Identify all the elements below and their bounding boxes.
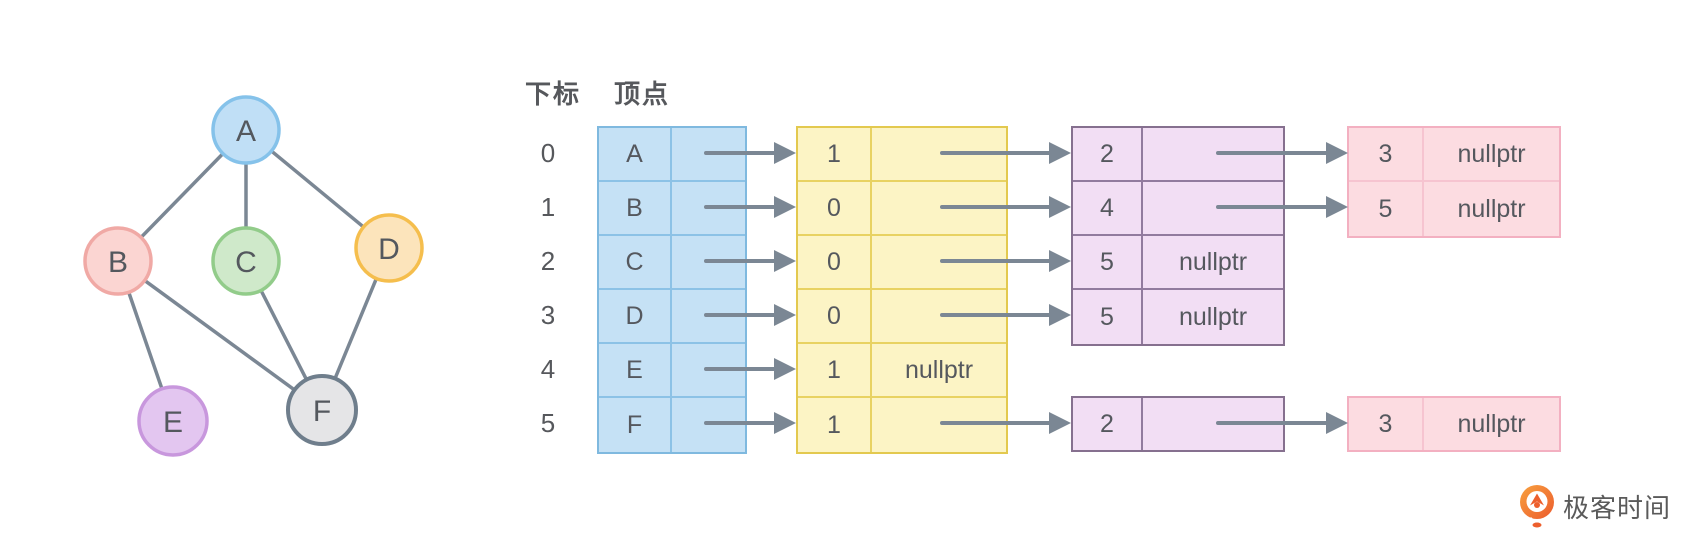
list-node: 2 (1073, 128, 1283, 182)
list-node: 1 (798, 398, 1006, 452)
node-value: 0 (798, 236, 872, 288)
index-1: 1 (540, 192, 556, 222)
pointer-arrow (940, 304, 1071, 326)
pointer-arrow (704, 142, 796, 164)
list-node: 1 nullptr (798, 344, 1006, 398)
vertex-column-header: 顶点 (614, 79, 671, 109)
node-value: 2 (1073, 398, 1143, 450)
graph-node-c-circle (211, 226, 281, 296)
list-node: 0 (798, 182, 1006, 236)
list-node: 1 (798, 128, 1006, 182)
node-value: 0 (798, 290, 872, 342)
geektime-logo: 极客时间 (1518, 484, 1671, 528)
graph-node-c-label: C (235, 246, 257, 279)
pointer-arrow (704, 358, 796, 380)
vertex-row-c: C (599, 236, 745, 290)
pointer-arrow (940, 412, 1071, 434)
node-value: 1 (798, 344, 872, 396)
pointer-arrow (704, 250, 796, 272)
node-pointer: nullptr (1178, 247, 1248, 276)
vertex-array-table: A B C D E F (597, 126, 747, 454)
graph-node-e: E (137, 385, 209, 457)
graph-node-c: C (211, 226, 281, 296)
list-node: 5 nullptr (1073, 290, 1283, 344)
vertex-cell: B (599, 182, 672, 234)
list-node: 0 (798, 290, 1006, 344)
vertex-row-b: B (599, 182, 745, 236)
node-value: 2 (1073, 128, 1143, 180)
graph-node-a-label: A (236, 115, 256, 148)
node-value: 4 (1073, 182, 1143, 234)
list-node: 5 nullptr (1349, 182, 1559, 236)
node-value: 5 (1073, 290, 1143, 344)
pointer-arrow (940, 196, 1071, 218)
graph-node-d: D (354, 213, 424, 283)
graph-node-e-circle (137, 385, 209, 457)
pointer-arrow (1216, 142, 1348, 164)
pointer-arrow (1216, 196, 1348, 218)
index-3: 3 (540, 300, 556, 330)
graph-node-f: F (286, 374, 358, 446)
list-node: 3 nullptr (1349, 398, 1559, 450)
list-node: 0 (798, 236, 1006, 290)
node-value: 3 (1349, 398, 1424, 450)
graph: A B C D E F (83, 95, 424, 457)
list-node-column-3: 3 nullptr 5 nullptr (1347, 126, 1561, 238)
node-value: 0 (798, 182, 872, 234)
node-value: 1 (798, 128, 872, 180)
list-node-column-2: 2 4 5 nullptr 5 nullptr (1071, 126, 1285, 346)
index-4: 4 (540, 354, 556, 384)
graph-node-d-circle (354, 213, 424, 283)
graph-node-e-label: E (163, 406, 183, 439)
node-pointer: nullptr (1457, 409, 1526, 438)
vertex-row-f: F (599, 398, 745, 452)
pointer-arrow (704, 196, 796, 218)
pointer-arrow (704, 412, 796, 434)
node-value: 3 (1349, 128, 1424, 180)
pointer-arrow (940, 142, 1071, 164)
graph-node-a: A (211, 95, 281, 165)
node-value: 5 (1073, 236, 1143, 288)
node-pointer: nullptr (1178, 302, 1248, 331)
index-5: 5 (540, 408, 556, 438)
node-value: 1 (798, 398, 872, 452)
list-node: 4 (1073, 182, 1283, 236)
list-node: 3 nullptr (1349, 128, 1559, 182)
vertex-row-a: A (599, 128, 745, 182)
geektime-logo-text: 极客时间 (1563, 492, 1672, 523)
list-node-column-1: 1 0 0 0 1 nullptr 1 (796, 126, 1008, 454)
vertex-cell: A (599, 128, 672, 180)
graph-node-f-label: F (313, 395, 331, 428)
index-2: 2 (540, 246, 556, 276)
node-pointer: nullptr (1457, 194, 1526, 223)
index-0: 0 (540, 138, 556, 168)
vertex-cell: F (599, 398, 672, 452)
list-node: 2 (1073, 398, 1283, 450)
graph-node-b: B (83, 226, 153, 296)
node-pointer: nullptr (1457, 139, 1526, 168)
node-pointer: nullptr (904, 355, 974, 384)
list-node: 5 nullptr (1073, 236, 1283, 290)
vertex-cell: E (599, 344, 672, 396)
list-node-row5-third: 3 nullptr (1347, 396, 1561, 452)
pointer-arrow (704, 304, 796, 326)
vertex-row-e: E (599, 344, 745, 398)
index-column-header: 下标 (525, 79, 582, 109)
graph-node-a-circle (211, 95, 281, 165)
graph-node-b-label: B (108, 246, 128, 279)
pointer-arrow (1216, 412, 1348, 434)
graph-node-b-circle (83, 226, 153, 296)
graph-node-f-circle (286, 374, 358, 446)
pointer-arrow (940, 250, 1071, 272)
vertex-cell: C (599, 236, 672, 288)
graph-node-d-label: D (378, 233, 400, 266)
node-value: 5 (1349, 182, 1424, 236)
vertex-cell: D (599, 290, 672, 342)
geektime-logo-icon (1520, 485, 1554, 528)
graph-edge-b-f (116, 259, 324, 412)
vertex-row-d: D (599, 290, 745, 344)
